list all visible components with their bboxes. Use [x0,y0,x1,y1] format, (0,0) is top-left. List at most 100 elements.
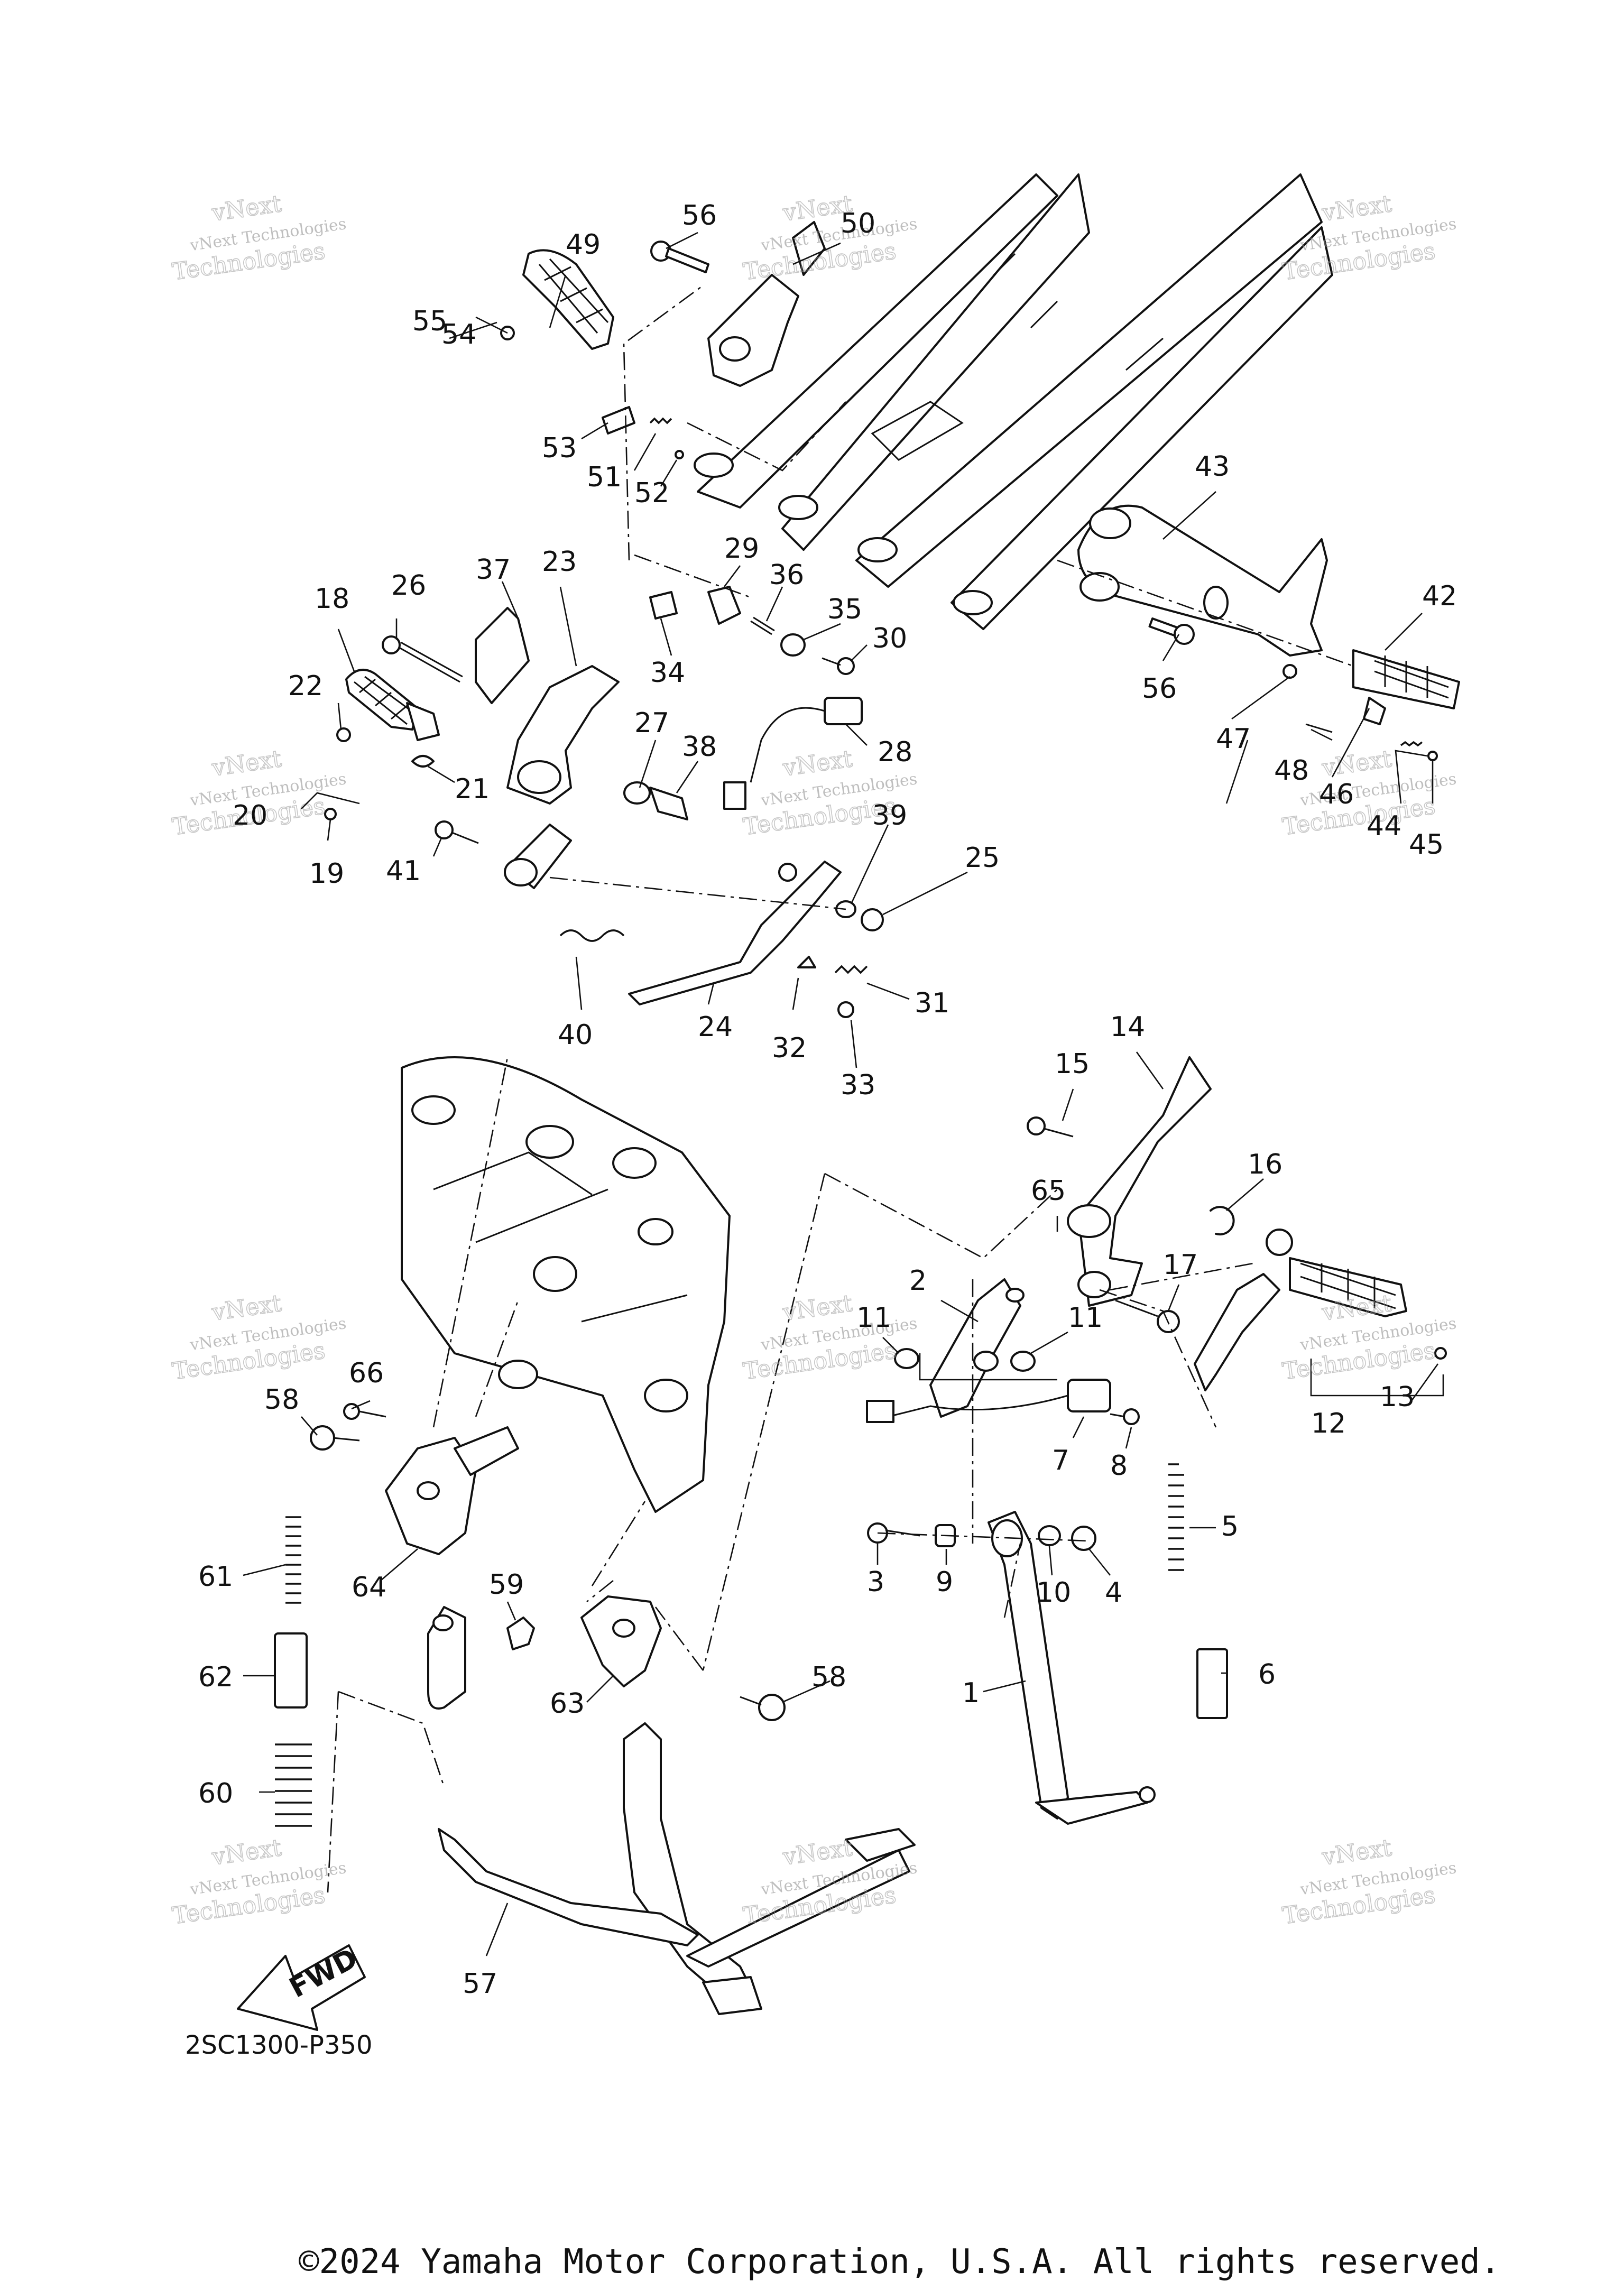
label-36: 36 [769,559,804,591]
label-20: 20 [233,800,267,832]
washer-27 [623,781,651,805]
bolt-26 [382,635,463,683]
label-35: 35 [827,594,862,625]
rear-footrest-lh [522,249,614,350]
footrest-lh-18 [345,669,440,741]
label-57: 57 [463,1968,497,2000]
label-14: 14 [1110,1011,1145,1043]
label-64: 64 [352,1572,386,1603]
label-53: 53 [542,432,577,464]
label-43: 43 [1195,451,1230,483]
svg-text:vNext: vNext [210,1834,283,1871]
label-24: 24 [698,1011,733,1043]
svg-text:vNext: vNext [781,745,854,782]
rear-frame [694,173,1333,630]
label-18: 18 [315,583,349,615]
center-stand-bracket-64 [385,1426,519,1555]
label-11-right: 11 [1068,1302,1103,1334]
label-44: 44 [1367,810,1401,842]
label-11-left: 11 [856,1302,891,1334]
label-7: 7 [1052,1445,1069,1476]
nut-36 [750,616,775,635]
bolt-66 [343,1403,386,1420]
label-2: 2 [909,1265,927,1297]
washer-10 [1038,1525,1061,1546]
label-8: 8 [1110,1450,1128,1482]
ball-52 [675,450,684,459]
bolt-33 [837,1001,854,1018]
rear-footrest-rh [1352,649,1460,761]
collar-38 [649,787,688,820]
svg-text:vNext: vNext [1320,190,1394,227]
svg-text:vNext: vNext [210,190,283,227]
switch-28 [723,697,863,810]
pin-47 [1282,664,1297,679]
bolt-17 [1115,1299,1180,1333]
label-47: 47 [1216,723,1251,755]
footrest-bracket-lh-23 [475,607,620,805]
label-1: 1 [962,1677,980,1709]
rear-footrest-bracket-lh [707,221,826,387]
label-32: 32 [772,1032,807,1064]
label-60: 60 [198,1778,233,1809]
detent-53 [602,406,635,435]
label-48: 48 [1274,755,1309,787]
nut-34 [649,591,678,620]
label-50: 50 [841,208,875,239]
fwd-arrow: FWD [237,1943,366,2031]
pin-19 [324,808,337,820]
svg-text:vNext: vNext [210,745,283,782]
svg-text:vNext: vNext [781,1834,854,1871]
label-9: 9 [936,1566,953,1598]
bolt-56-upper [650,241,709,273]
label-46: 46 [1319,779,1354,810]
bolt-8 [1110,1408,1140,1425]
footrest-rh-12 [1289,1257,1447,1360]
label-54: 54 [441,319,476,350]
cover-6 [1196,1648,1228,1719]
label-31: 31 [915,987,949,1019]
label-34: 34 [650,657,685,689]
spring-61 [285,1516,301,1604]
label-27: 27 [634,707,669,739]
label-leaders [243,232,1439,1956]
label-29: 29 [724,533,759,565]
diagram-code: 2SC1300-P350 [185,2030,373,2060]
label-16: 16 [1248,1149,1282,1180]
label-6: 6 [1258,1659,1276,1691]
label-66: 66 [349,1358,384,1389]
bolt-15 [1027,1116,1074,1138]
part-labels: 1 2 3 4 5 6 7 8 9 10 11 11 12 13 14 15 1… [198,200,1457,2000]
label-39: 39 [872,800,907,832]
label-3: 3 [867,1566,884,1598]
label-28: 28 [878,736,912,768]
bolt-56-lower [1148,617,1195,645]
label-30: 30 [872,623,907,654]
label-63: 63 [550,1688,585,1720]
stopper-59 [506,1617,535,1650]
washers-11 [894,1348,1036,1372]
shift-lever-24 [628,861,842,1005]
label-5: 5 [1221,1511,1239,1543]
clip-32 [797,956,816,968]
nut-25 [861,908,884,931]
label-19: 19 [309,858,344,890]
nut-4 [1071,1526,1096,1551]
rear-footrest-bracket-rh [1077,504,1328,657]
svg-text:vNext: vNext [1320,745,1394,782]
label-52: 52 [634,477,669,509]
spring-60 [275,1743,312,1827]
spring-21 [411,755,435,768]
label-61: 61 [198,1561,233,1593]
label-51: 51 [587,461,622,493]
label-21: 21 [455,773,490,805]
label-23: 23 [542,546,577,578]
label-10: 10 [1036,1577,1071,1609]
label-25: 25 [965,842,1000,874]
bolt-41 [435,820,479,844]
label-55: 55 [412,306,447,337]
copyright-notice: ©2024 Yamaha Motor Corporation, U.S.A. A… [299,2242,1500,2282]
label-38: 38 [682,731,717,763]
label-49: 49 [566,229,601,261]
cotter-pin-48 [1305,723,1333,733]
